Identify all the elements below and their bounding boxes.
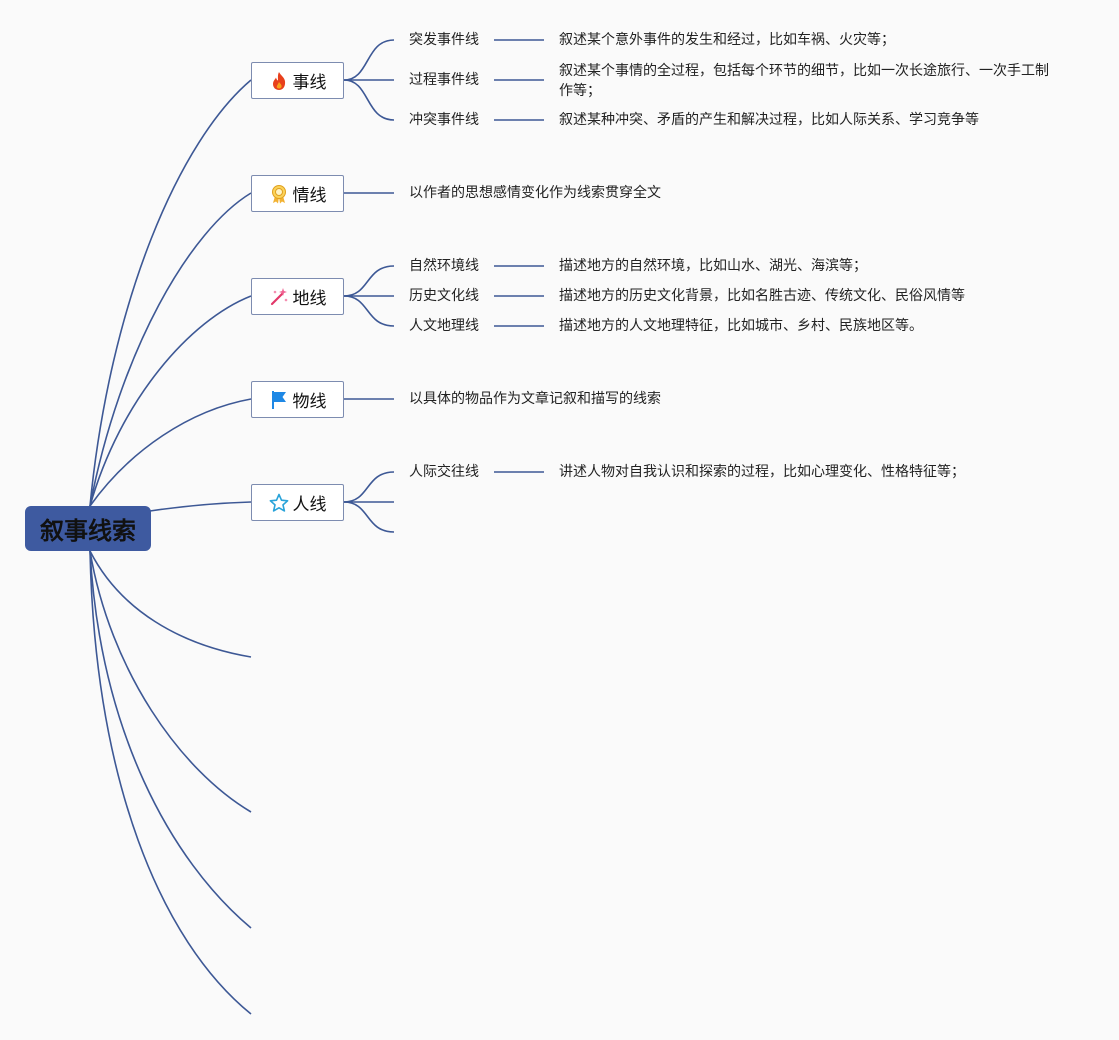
branch-root-dixian <box>89 295 252 507</box>
topic-label: 人线 <box>292 495 327 515</box>
branch-dixian-sub-3 <box>343 295 395 327</box>
topic-label: 物线 <box>292 392 327 412</box>
branch-dixian-sub-1 <box>343 265 395 297</box>
topic-label: 地线 <box>292 289 327 309</box>
branch-shixian-sub-3 <box>343 79 395 121</box>
detail-dixian-2[interactable]: 描述地方的历史文化背景，比如名胜古迹、传统文化、民俗风情等 <box>559 288 965 304</box>
detail-shixian-1[interactable]: 叙述某个意外事件的发生和经过，比如车祸、火灾等； <box>559 32 895 48</box>
branch-root-shixian <box>89 79 252 507</box>
topic-qingxian[interactable]: 情线 <box>251 175 344 212</box>
subtopic-shixian-3[interactable]: 冲突事件线 <box>409 112 479 128</box>
detail-qingxian[interactable]: 以作者的思想感情变化作为线索贯穿全文 <box>409 185 661 201</box>
star-icon <box>269 493 289 513</box>
subtopic-dixian-2[interactable]: 历史文化线 <box>409 288 479 304</box>
branch-root-empty-1 <box>89 550 252 658</box>
root-topic[interactable]: 叙事线索 <box>25 506 151 551</box>
topic-label: 情线 <box>292 186 327 206</box>
subtopic-shixian-1[interactable]: 突发事件线 <box>409 32 479 48</box>
branch-root-empty-3 <box>89 550 252 929</box>
subtopic-dixian-3[interactable]: 人文地理线 <box>409 318 479 334</box>
topic-renxian[interactable]: 人线 <box>251 484 344 521</box>
subtopic-shixian-2[interactable]: 过程事件线 <box>409 72 479 88</box>
topic-dixian[interactable]: 地线 <box>251 278 344 315</box>
root-topic-label: 叙事线索 <box>40 517 136 545</box>
detail-renxian-1[interactable]: 讲述人物对自我认识和探索的过程，比如心理变化、性格特征等； <box>559 464 965 480</box>
award-ribbon-icon <box>269 184 289 204</box>
detail-dixian-3[interactable]: 描述地方的人文地理特征，比如城市、乡村、民族地区等。 <box>559 318 923 334</box>
branch-root-empty-4 <box>89 550 252 1015</box>
subtopic-renxian-1[interactable]: 人际交往线 <box>409 464 479 480</box>
branch-root-empty-2 <box>89 550 252 813</box>
detail-wuxian[interactable]: 以具体的物品作为文章记叙和描写的线索 <box>409 391 661 407</box>
branch-shixian-sub-1 <box>343 39 395 81</box>
magic-wand-icon <box>269 287 289 307</box>
detail-shixian-2[interactable]: 叙述某个事情的全过程，包括每个环节的细节，比如一次长途旅行、一次手工制作等； <box>559 63 1049 99</box>
subtopic-dixian-1[interactable]: 自然环境线 <box>409 258 479 274</box>
branch-root-qingxian <box>89 192 252 507</box>
detail-shixian-3[interactable]: 叙述某种冲突、矛盾的产生和解决过程，比如人际关系、学习竞争等 <box>559 112 979 128</box>
topic-wuxian[interactable]: 物线 <box>251 381 344 418</box>
topic-shixian[interactable]: 事线 <box>251 62 344 99</box>
fire-icon <box>269 71 289 91</box>
flag-icon <box>269 390 289 410</box>
branch-renxian-sub-1 <box>343 471 395 503</box>
branch-renxian-sub-3 <box>343 501 395 533</box>
topic-label: 事线 <box>292 73 327 93</box>
detail-dixian-1[interactable]: 描述地方的自然环境，比如山水、湖光、海滨等； <box>559 258 867 274</box>
branch-root-renxian <box>149 501 252 512</box>
branch-root-wuxian <box>89 398 252 507</box>
